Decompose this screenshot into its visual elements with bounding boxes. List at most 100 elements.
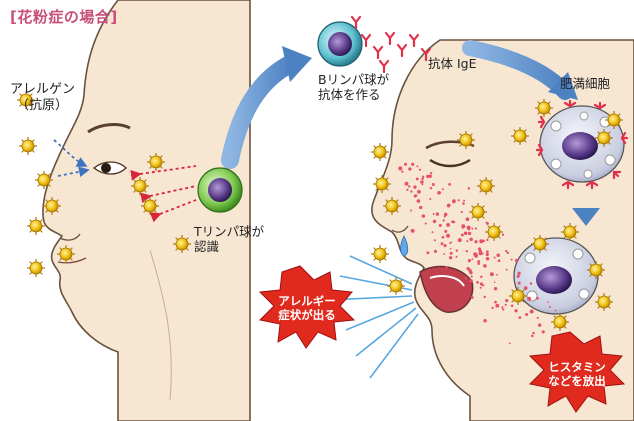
histamine-dot	[425, 222, 427, 224]
pollen-grain	[561, 223, 579, 241]
histamine-dot	[483, 319, 487, 323]
histamine-dot	[461, 211, 463, 213]
mast-cell-bottom	[514, 238, 598, 314]
symptoms-burst-line1: アレルギー	[272, 294, 342, 308]
b-cell-label-line1: Bリンパ球が	[318, 72, 389, 87]
pollen-grain	[147, 153, 165, 171]
histamine-dot	[468, 259, 471, 262]
pollen-grain	[131, 177, 149, 195]
histamine-dot	[416, 165, 418, 167]
histamine-dot	[422, 214, 425, 217]
histamine-dot	[502, 308, 504, 310]
pollen-grain	[19, 137, 37, 155]
histamine-dot	[456, 249, 458, 251]
pollen-grain	[371, 245, 389, 263]
histamine-dot	[494, 301, 497, 304]
histamine-dot	[401, 170, 403, 172]
histamine-dot	[486, 239, 488, 241]
histamine-dot	[486, 253, 489, 256]
histamine-dot	[411, 229, 415, 233]
histamine-dot	[530, 310, 534, 314]
histamine-dot	[450, 242, 452, 244]
histamine-dot	[426, 251, 429, 254]
histamine-dot	[475, 227, 477, 229]
histamine-dot	[483, 264, 487, 268]
histamine-dot	[398, 166, 402, 170]
pollen-grain	[485, 223, 503, 241]
histamine-burst-text: ヒスタミン などを放出	[542, 360, 612, 389]
histamine-dot	[433, 213, 435, 215]
pollen-grain	[511, 127, 529, 145]
histamine-dot	[542, 330, 545, 333]
histamine-dot	[450, 248, 452, 250]
histamine-dot	[408, 185, 410, 187]
histamine-dot	[507, 252, 509, 254]
allergen-label-line2: （抗原）	[10, 98, 75, 114]
symptoms-burst-line2: 症状が出る	[272, 308, 342, 322]
histamine-dot	[436, 212, 439, 215]
histamine-burst-line2: などを放出	[542, 374, 612, 388]
histamine-dot	[505, 304, 507, 306]
allergen-label-line1: アレルゲン	[10, 82, 75, 98]
histamine-dot	[461, 234, 464, 237]
histamine-dot	[524, 286, 528, 290]
histamine-dot	[479, 239, 483, 243]
histamine-dot	[422, 176, 424, 178]
histamine-dot	[515, 259, 518, 262]
histamine-dot	[466, 250, 468, 252]
histamine-dot	[420, 180, 424, 184]
histamine-dot	[419, 169, 421, 171]
histamine-dot	[411, 163, 414, 166]
histamine-dot	[474, 254, 478, 258]
histamine-dot	[531, 335, 534, 338]
pollen-grain	[595, 293, 613, 311]
b-cell-label: Bリンパ球が 抗体を作る	[318, 72, 389, 102]
histamine-dot	[517, 272, 520, 275]
histamine-dot	[502, 234, 504, 236]
pollen-grain	[27, 217, 45, 235]
histamine-dot	[471, 258, 473, 260]
histamine-dot	[449, 256, 452, 259]
histamine-dot	[538, 323, 541, 326]
histamine-dot	[519, 316, 522, 319]
histamine-dot	[555, 310, 557, 312]
histamine-dot	[477, 262, 480, 265]
histamine-dot	[466, 217, 470, 221]
histamine-dot	[486, 221, 488, 223]
pollen-grain	[457, 131, 475, 149]
histamine-dot	[514, 309, 517, 312]
histamine-dot	[494, 281, 496, 283]
histamine-dot	[463, 200, 465, 202]
histamine-dot	[494, 287, 497, 290]
histamine-dot	[469, 271, 472, 274]
pollen-grain	[371, 143, 389, 161]
histamine-dot	[419, 206, 422, 209]
histamine-dot	[447, 204, 450, 207]
diagram-title: [花粉症の場合]	[10, 6, 118, 27]
pollen-grain	[469, 203, 487, 221]
histamine-dot	[511, 259, 513, 261]
histamine-dot	[467, 226, 471, 230]
histamine-dot	[518, 282, 521, 285]
pollen-grain	[595, 129, 613, 147]
histamine-dot	[417, 190, 421, 194]
histamine-dot	[501, 306, 503, 308]
pollen-grain	[551, 313, 569, 331]
histamine-dot	[525, 313, 528, 316]
histamine-dot	[432, 183, 435, 186]
histamine-dot	[464, 232, 468, 236]
histamine-dot	[474, 240, 477, 243]
histamine-dot	[462, 202, 465, 205]
pollen-grain	[587, 261, 605, 279]
histamine-dot	[416, 177, 419, 180]
histamine-dot	[498, 259, 501, 262]
mast-cell-label: 肥満細胞	[560, 76, 610, 91]
allergen-label: アレルゲン （抗原）	[10, 82, 75, 113]
histamine-dot	[429, 175, 432, 178]
histamine-dot	[537, 317, 539, 319]
pollen-grain	[509, 287, 527, 305]
histamine-dot	[505, 250, 507, 252]
histamine-dot	[446, 223, 450, 227]
pollen-grain	[141, 197, 159, 215]
histamine-dot	[458, 199, 460, 201]
